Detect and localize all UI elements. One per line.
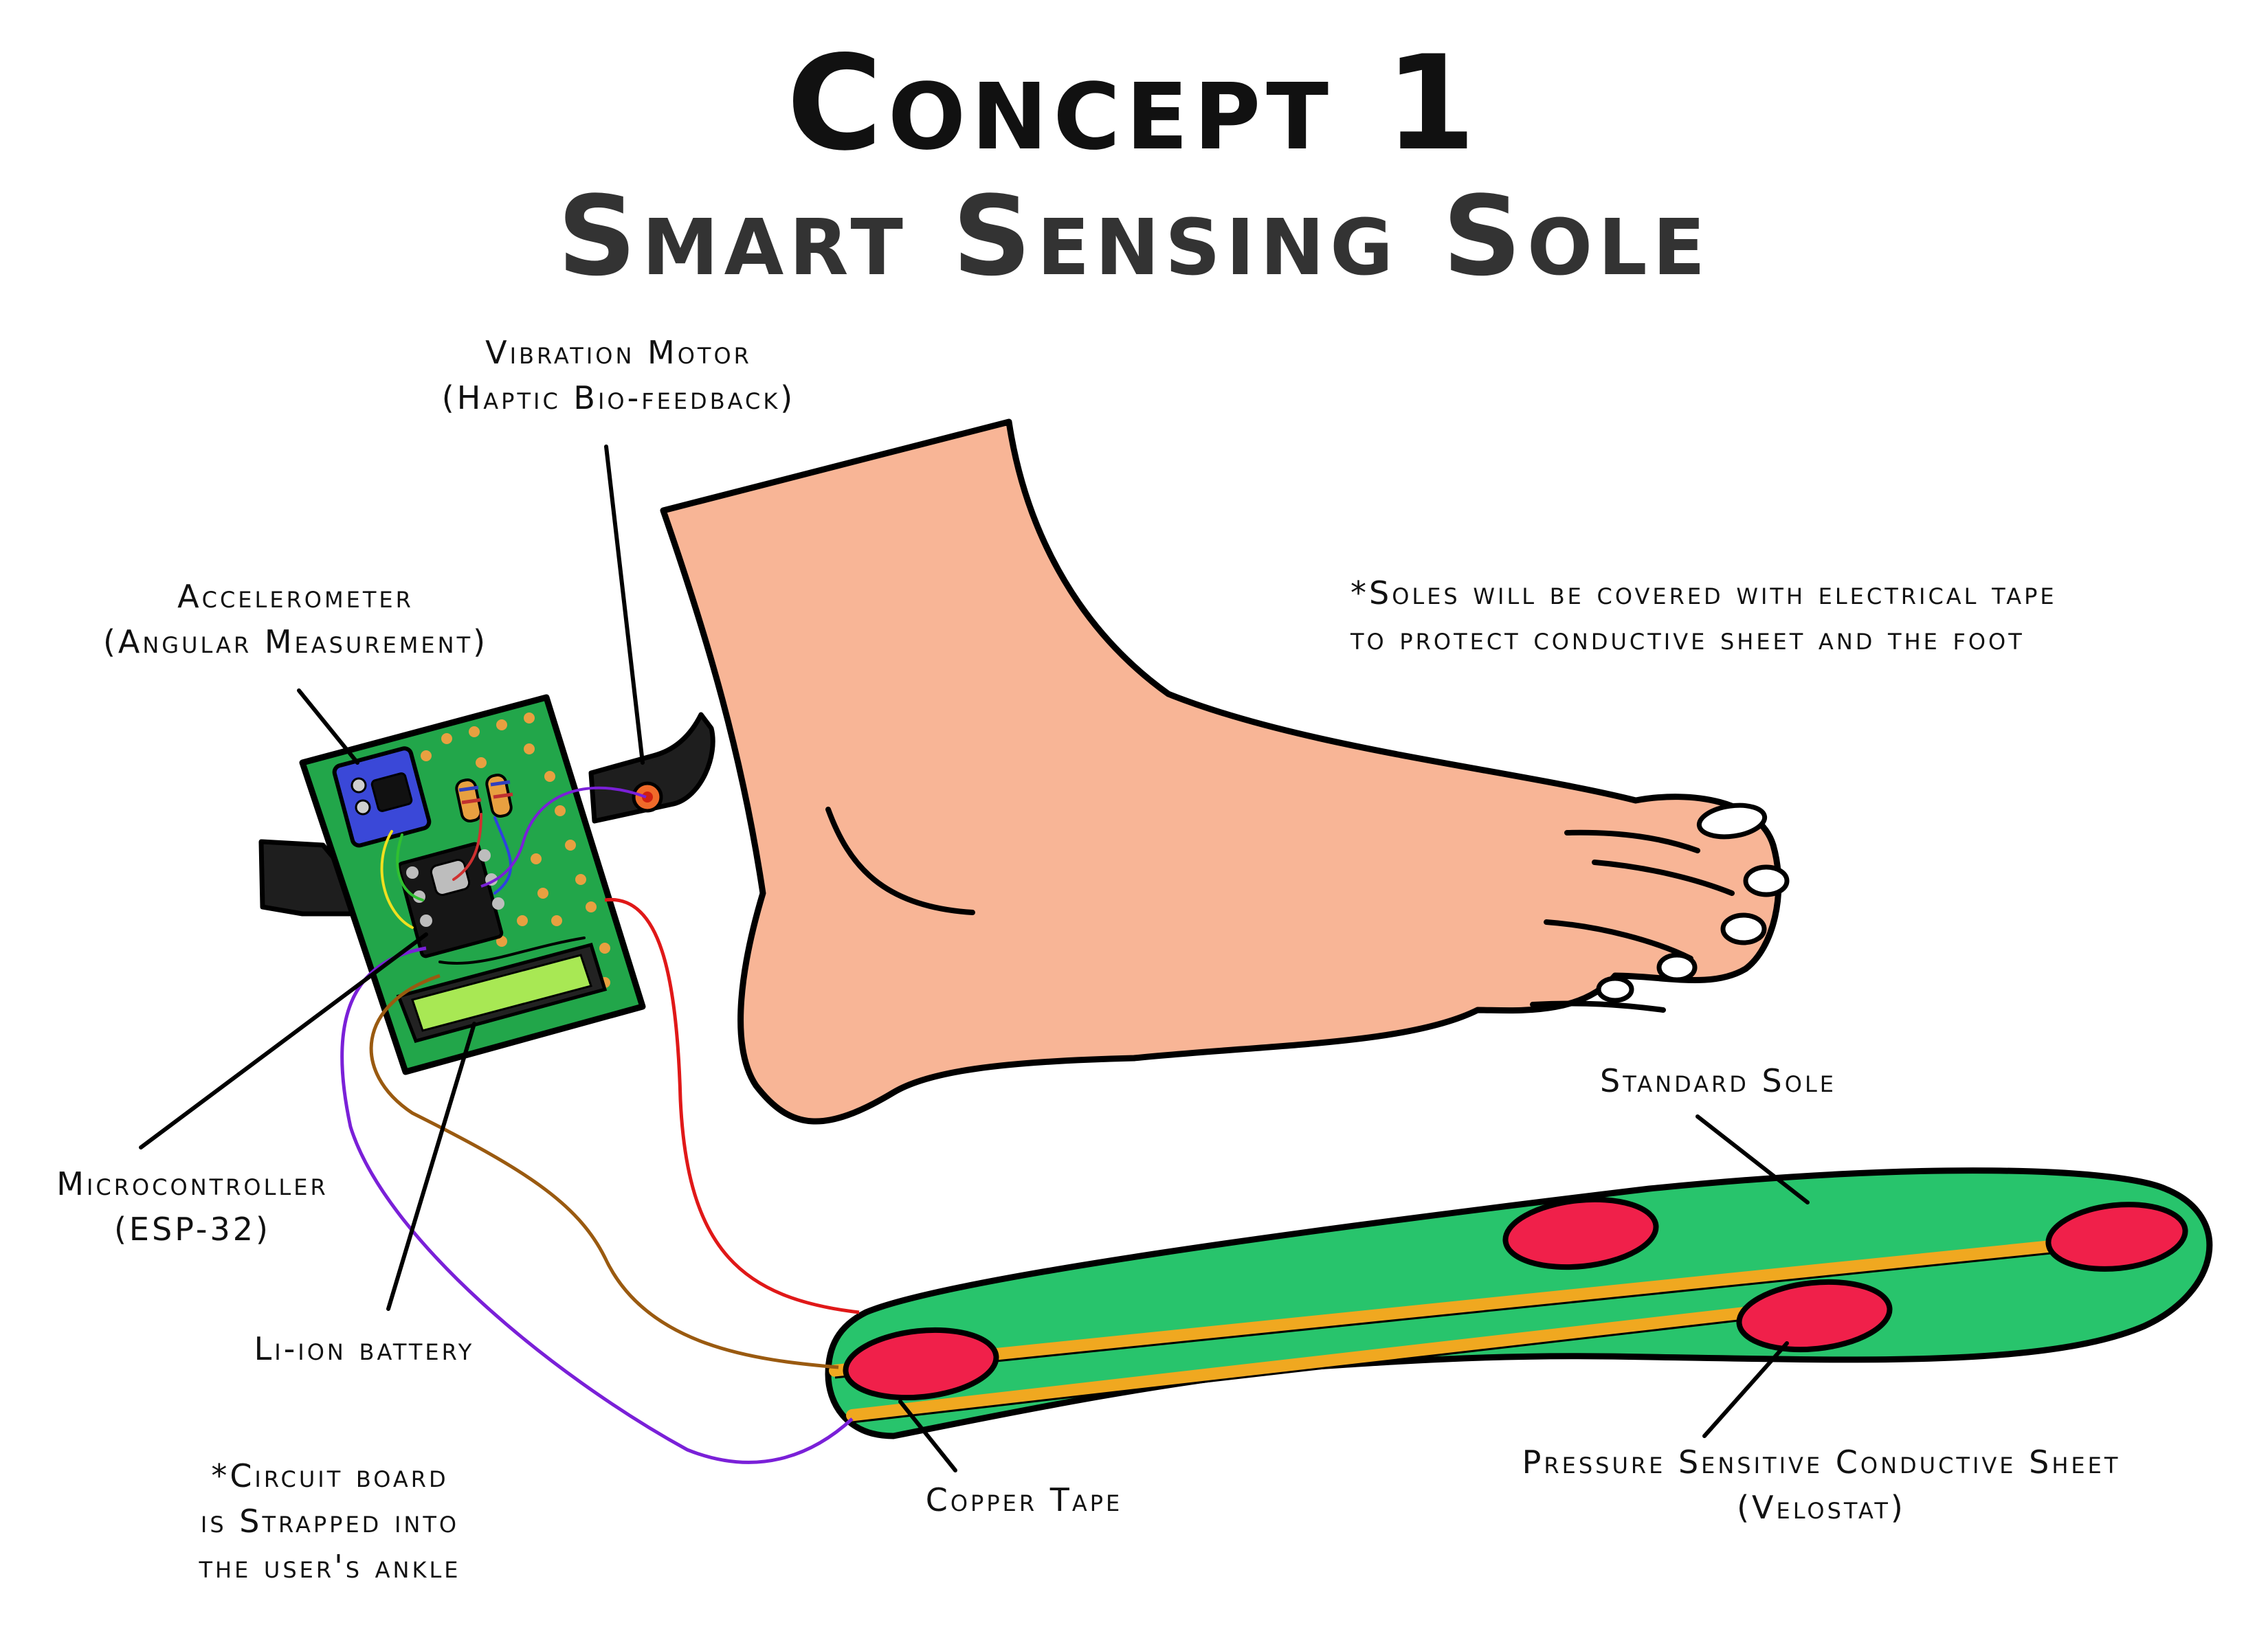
label-vibration-motor-name: Vibration Motor (485, 334, 752, 371)
label-accelerometer: Accelerometer (Angular Measurement) (55, 574, 536, 664)
board-wires (380, 813, 586, 965)
solder-dot (531, 853, 542, 864)
foot (660, 418, 1782, 1125)
solder-dot (586, 901, 597, 912)
microcontroller-chip (397, 842, 504, 958)
leader-battery (386, 1022, 476, 1311)
page-title: Concept 1 (786, 27, 1482, 179)
pressure-pads (843, 1196, 2188, 1401)
note-soles-line1: *Soles will be covered with electrical t… (1350, 574, 2057, 612)
leader-microcontroller (139, 932, 428, 1149)
pressure-pad-mid-lower (1736, 1279, 1893, 1353)
label-accelerometer-detail: (Angular Measurement) (102, 623, 489, 660)
leader-vibration-motor (604, 445, 645, 765)
board-solder-dots (421, 713, 610, 988)
toenail-3 (1720, 912, 1767, 945)
toe-line-2 (1592, 860, 1735, 896)
wire-red (604, 897, 860, 1314)
label-vibration-motor: Vibration Motor (Haptic Bio-feedback) (392, 330, 845, 420)
page-subtitle: Smart Sensing Sole (557, 172, 1711, 300)
note-circuit-board: *Circuit board is Strapped into the user… (137, 1453, 522, 1589)
solder-dot (537, 888, 548, 899)
solder-dot (599, 943, 610, 954)
solder-dot (555, 805, 566, 816)
leader-standard-sole (1696, 1114, 1810, 1204)
label-pressure-sheet: Pressure Sensitive Conductive Sheet (Vel… (1430, 1439, 2213, 1530)
toenail-5 (1596, 976, 1634, 1003)
vibration-motor (480, 781, 663, 888)
toe-line-1 (1564, 829, 1700, 853)
label-battery-name: Li-ion battery (254, 1330, 475, 1367)
leader-copper-tape (898, 1400, 957, 1472)
solder-dot (565, 840, 576, 851)
pressure-pad-toe (2045, 1202, 2188, 1272)
ankle-crease (825, 807, 975, 915)
solder-dot (421, 750, 432, 761)
label-battery: Li-ion battery (186, 1326, 543, 1371)
label-microcontroller: Microcontroller (ESP-32) (14, 1161, 371, 1252)
leader-lines (139, 445, 1810, 1472)
accelerometer-module (332, 746, 432, 848)
label-copper-tape-name: Copper Tape (925, 1481, 1123, 1518)
toenail-2 (1743, 864, 1790, 897)
toenail-4 (1656, 952, 1698, 983)
leader-accelerometer (297, 688, 359, 765)
solder-dot (496, 719, 507, 730)
solder-dot (441, 733, 452, 744)
solder-dot (517, 915, 528, 926)
leader-pressure-sheet (1702, 1341, 1789, 1438)
label-microcontroller-name: Microcontroller (56, 1165, 329, 1202)
wire-purple (340, 946, 854, 1464)
solder-dot (551, 915, 562, 926)
note-circuit-board-line3: the user's ankle (199, 1548, 461, 1585)
solder-dot (469, 726, 480, 737)
toe-line-4 (1530, 1000, 1666, 1013)
copper-tape (829, 1227, 2185, 1424)
label-pressure-sheet-detail: (Velostat) (1737, 1489, 1906, 1526)
toe-line-3 (1544, 919, 1693, 961)
label-vibration-motor-detail: (Haptic Bio-feedback) (441, 379, 796, 416)
resistors (455, 773, 513, 823)
label-accelerometer-name: Accelerometer (177, 578, 414, 615)
note-circuit-board-line1: *Circuit board (211, 1457, 449, 1494)
battery (396, 942, 608, 1044)
pressure-pad-mid-upper (1502, 1196, 1659, 1270)
wire-brown (369, 974, 839, 1369)
solder-dot (476, 757, 487, 768)
pressure-pad-heel (843, 1327, 999, 1401)
note-soles: *Soles will be covered with electrical t… (1350, 570, 2244, 661)
solder-dot (575, 874, 586, 885)
label-pressure-sheet-name: Pressure Sensitive Conductive Sheet (1522, 1444, 2121, 1481)
solder-dot (544, 771, 555, 782)
solder-dot (524, 713, 535, 723)
solder-dot (524, 743, 535, 754)
label-copper-tape: Copper Tape (859, 1477, 1189, 1523)
note-soles-line2: to protect conductive sheet and the foot (1350, 620, 2025, 657)
toenail-big (1696, 803, 1768, 840)
note-circuit-board-line2: is Strapped into (200, 1503, 460, 1540)
label-standard-sole: Standard Sole (1546, 1058, 1890, 1103)
label-microcontroller-detail: (ESP-32) (113, 1211, 271, 1248)
label-standard-sole-name: Standard Sole (1600, 1062, 1836, 1099)
